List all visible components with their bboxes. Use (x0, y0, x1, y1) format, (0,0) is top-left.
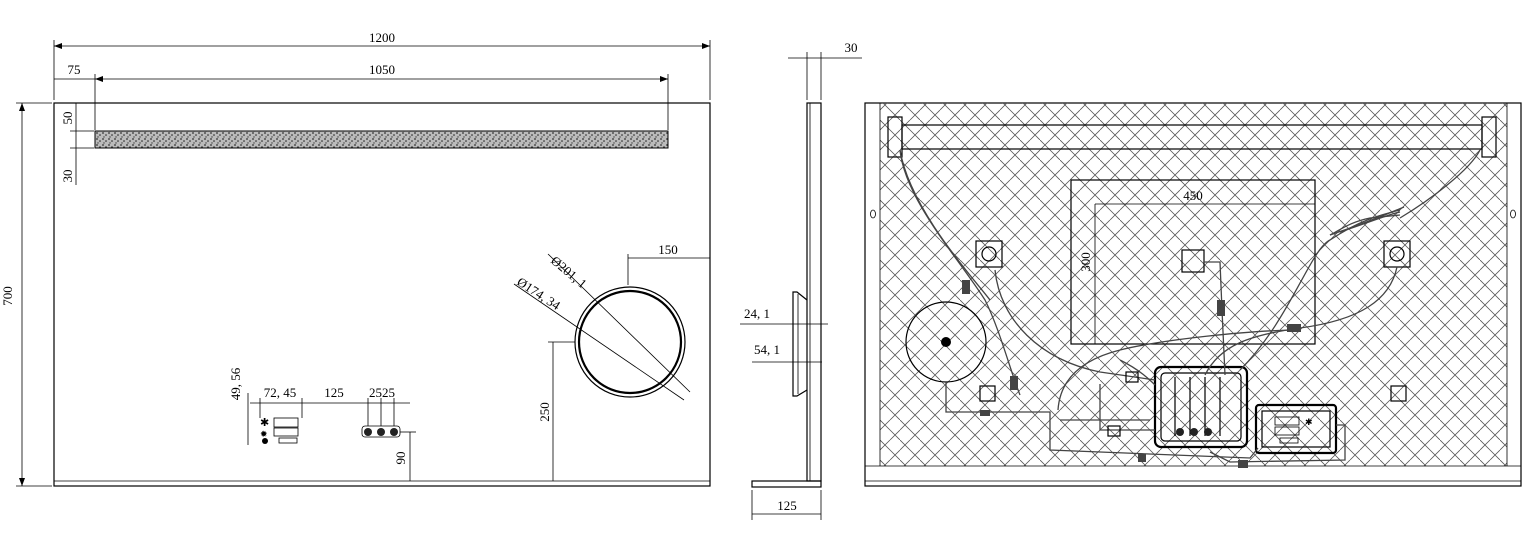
snowflake-icon: ✱ (1305, 418, 1313, 428)
side-base (751, 480, 822, 488)
dim-mirror-right: 150 (627, 242, 710, 285)
dim-label-height: 700 (0, 286, 15, 306)
front-panel (53, 102, 711, 487)
dim-label-cutout-width: 450 (1183, 188, 1203, 203)
driver-box (1153, 365, 1249, 449)
front-view: 1200 75 1050 50 30 700 (0, 30, 711, 487)
back-hatch (880, 103, 1507, 466)
button-group (361, 425, 401, 438)
dim-label-mirror-bottom: 250 (537, 402, 552, 422)
sensor-box (1181, 249, 1205, 273)
light-strip (94, 130, 669, 149)
dim-label-top-gap: 50 (60, 112, 75, 125)
side-panel (806, 102, 822, 482)
dim-label-mirror-outer: Ø201, 1 (548, 253, 590, 291)
dim-label-button-spacing: 2525 (369, 385, 395, 400)
magnifying-mirror: Ø201, 1 Ø174, 34 (513, 253, 691, 401)
dim-label-mirror-depth-1: 24, 1 (744, 306, 770, 321)
dim-label-control-bottom: 90 (393, 452, 408, 465)
dim-mirror-bottom: 250 (537, 341, 575, 481)
hanging-hole-right (1510, 209, 1516, 219)
tube-bracket-right (1481, 116, 1497, 158)
dim-strip-vertical: 50 30 (60, 103, 94, 185)
mount-square-right (1390, 385, 1407, 402)
dim-side-base: 125 (751, 490, 822, 520)
dim-width-1200: 1200 (53, 30, 711, 100)
dim-label-cutout-height: 300 (1078, 252, 1093, 272)
back-cutout (1070, 179, 1316, 345)
dim-label-mirror-inner: Ø174, 34 (514, 274, 563, 313)
snowflake-icon: ✱ (260, 416, 269, 429)
dim-label-base-depth: 125 (777, 498, 797, 513)
dim-label-control-spacing: 125 (324, 385, 344, 400)
side-view: 30 24, 1 54, 1 125 (740, 40, 862, 520)
power-icon (262, 438, 268, 444)
dim-label-strip-offset: 75 (68, 62, 81, 77)
tube-bracket-left (887, 116, 903, 158)
side-mirror (792, 291, 808, 397)
dim-label-strip-length: 1050 (369, 62, 395, 77)
dim-control-bottom: 90 (393, 431, 416, 481)
dim-label-width: 1200 (369, 30, 395, 45)
button-icon (390, 428, 398, 436)
dim-strip: 75 1050 (54, 62, 669, 130)
dim-cutout: 450 300 (1078, 188, 1315, 344)
dim-height-700: 700 (0, 102, 52, 487)
light-icon: ✹ (260, 430, 268, 440)
dim-side-mirror: 24, 1 54, 1 (740, 306, 828, 363)
dim-control: 72, 45 125 2525 49, 56 (228, 367, 410, 445)
dim-label-strip-height: 30 (60, 170, 75, 183)
dim-label-side-depth: 30 (845, 40, 858, 55)
dim-label-mirror-right: 150 (658, 242, 678, 257)
dim-label-control-width: 72, 45 (264, 385, 297, 400)
button-icon (377, 428, 385, 436)
back-view: 450 300 (864, 102, 1522, 487)
control-module: ✱ (1254, 403, 1338, 455)
speaker-left (975, 240, 1003, 268)
dim-side-depth: 30 (788, 40, 862, 100)
hanging-hole-left (870, 209, 876, 219)
dim-label-mirror-depth-2: 54, 1 (754, 342, 780, 357)
connectors (962, 280, 1301, 468)
touch-control-panel: ✱ ✹ (260, 416, 299, 444)
mount-square-left (979, 385, 996, 402)
button-icon (364, 428, 372, 436)
dim-label-control-height: 49, 56 (228, 367, 243, 400)
